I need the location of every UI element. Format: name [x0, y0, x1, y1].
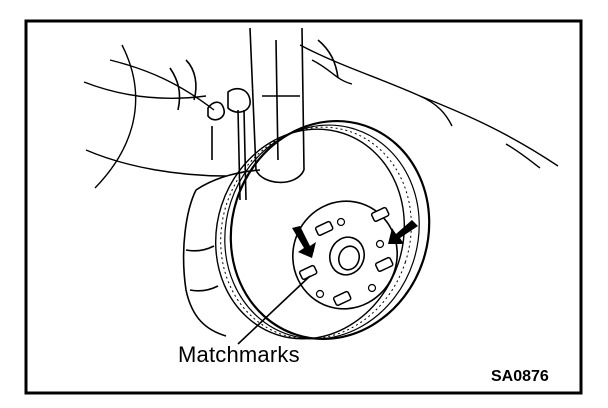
brake-rotor — [214, 119, 431, 341]
figure-code: SA0876 — [491, 368, 549, 385]
arrow-icon — [388, 220, 418, 244]
figure-border — [24, 19, 583, 395]
wheel-studs — [298, 206, 394, 307]
wheel-hub — [328, 236, 366, 276]
fender-outline — [83, 44, 559, 189]
matchmarks-label: Matchmarks — [178, 342, 300, 367]
backing-plate — [182, 169, 261, 337]
arrow-icon — [292, 226, 316, 258]
callout-leader-line — [237, 275, 311, 345]
